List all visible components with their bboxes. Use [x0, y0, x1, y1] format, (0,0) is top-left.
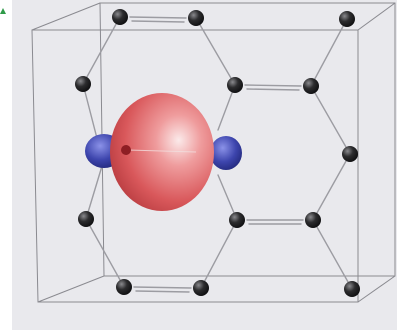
bond [129, 16, 187, 19]
bond [82, 16, 121, 85]
atom [339, 11, 355, 27]
cell-edge [357, 2, 396, 31]
bond [244, 84, 302, 87]
bond [312, 219, 353, 290]
bond [200, 219, 238, 289]
atom [78, 211, 94, 227]
atom [344, 281, 360, 297]
bond [310, 18, 348, 87]
negative-lobe-right [210, 136, 242, 170]
cell-edge [37, 275, 105, 303]
bond [217, 84, 236, 131]
atom [305, 212, 321, 228]
atom [342, 146, 358, 162]
atom [229, 212, 245, 228]
bond [85, 165, 103, 220]
atom [193, 280, 209, 296]
positive-lobe [110, 93, 214, 211]
bond [195, 17, 236, 86]
atom [116, 279, 132, 295]
atom [303, 78, 319, 94]
bond [310, 85, 351, 155]
central-atom [121, 145, 131, 155]
atom [188, 10, 204, 26]
bond [133, 286, 192, 289]
bond-through-lobe [127, 149, 197, 153]
atom [75, 76, 91, 92]
corner-mark-icon [0, 8, 6, 14]
cell-edge [31, 2, 101, 31]
bond-double [131, 20, 185, 23]
bond-double [135, 290, 190, 293]
bond [312, 153, 351, 221]
atom [227, 77, 243, 93]
bond-double [246, 88, 300, 91]
orbital-isosurface [85, 93, 242, 211]
atom [112, 9, 128, 25]
bond [85, 218, 125, 288]
atom-set [75, 9, 360, 297]
bond [217, 174, 238, 221]
cell-edge [357, 275, 396, 303]
unit-cell-box [31, 2, 396, 303]
